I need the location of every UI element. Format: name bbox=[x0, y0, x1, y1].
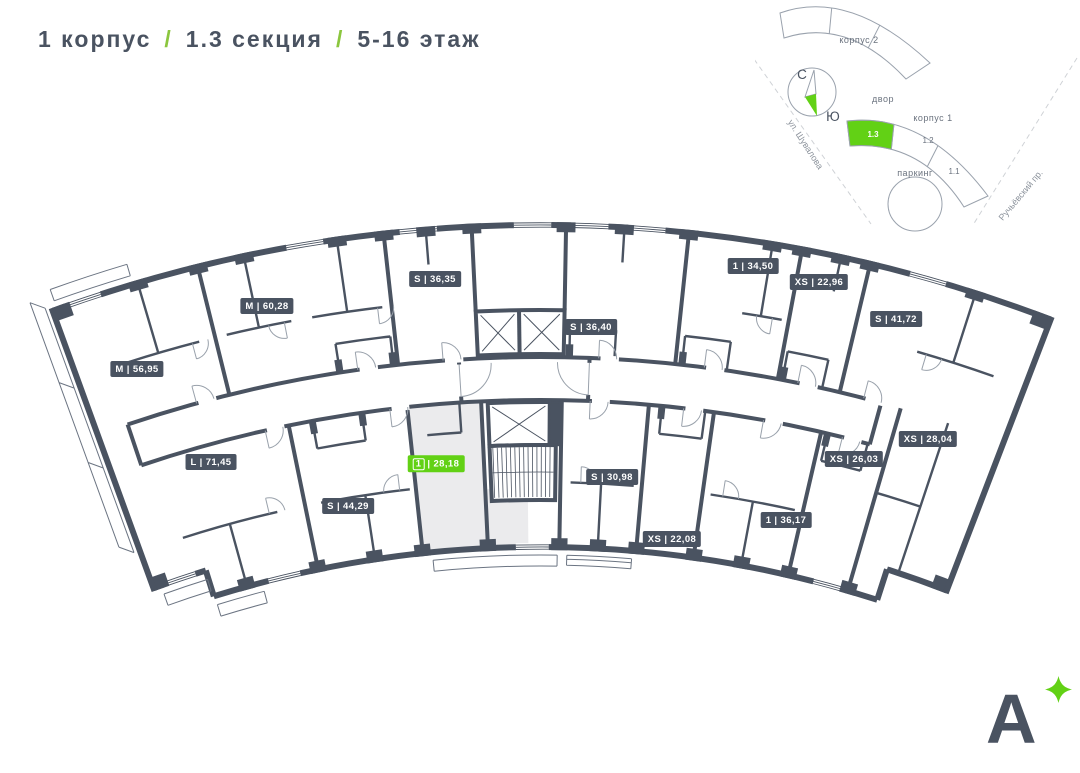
unit-label[interactable]: 1 | 34,50 bbox=[727, 258, 779, 274]
site-section-13 bbox=[846, 119, 895, 150]
svg-text:корпус 2: корпус 2 bbox=[839, 35, 878, 45]
header-separator-1: / bbox=[164, 26, 173, 52]
header-separator-2: / bbox=[335, 26, 345, 52]
unit-label[interactable]: XS | 26,03 bbox=[824, 451, 884, 467]
unit-label[interactable]: XS | 28,04 bbox=[898, 431, 958, 447]
facade-walls-windows bbox=[48, 220, 1055, 603]
unit-label[interactable]: S | 30,98 bbox=[586, 469, 638, 485]
unit-divider-walls bbox=[195, 232, 903, 592]
parking-circle bbox=[887, 176, 943, 232]
sparkle-icon bbox=[1045, 676, 1072, 703]
door-arcs bbox=[191, 305, 943, 514]
site-map: корпус 2 корпус 1 двор паркинг 1.3 1.2 1.1 С Юул… bbox=[755, 6, 1078, 232]
unit-label[interactable]: M | 56,95 bbox=[110, 361, 164, 377]
street-lines bbox=[755, 57, 1078, 226]
header-building: 1 корпус bbox=[38, 26, 152, 52]
unit-label[interactable]: S | 36,40 bbox=[565, 319, 617, 335]
compass-needle-south bbox=[805, 94, 817, 116]
svg-text:двор: двор bbox=[872, 94, 894, 104]
unit-label[interactable]: S | 36,35 bbox=[409, 271, 461, 287]
page-header: 1 корпус / 1.3 секция / 5-16 этаж bbox=[38, 26, 481, 53]
core-elevators-stairs bbox=[469, 225, 569, 504]
stairs bbox=[492, 446, 554, 498]
header-section: 1.3 секция bbox=[185, 26, 323, 52]
selected-hall-area bbox=[485, 488, 529, 549]
svg-text:1.1: 1.1 bbox=[948, 167, 960, 176]
unit-label[interactable]: XS | 22,08 bbox=[642, 531, 702, 547]
site-building-2 bbox=[779, 6, 931, 80]
svg-text:С: С bbox=[797, 67, 807, 82]
unit-label[interactable]: S | 44,29 bbox=[322, 498, 374, 514]
svg-text:1.2: 1.2 bbox=[922, 136, 934, 145]
unit-label[interactable]: M | 60,28 bbox=[240, 298, 294, 314]
unit-label[interactable]: S | 41,72 bbox=[870, 311, 922, 327]
svg-text:ул. Шувалова: ул. Шувалова bbox=[786, 118, 825, 171]
unit-label[interactable]: L | 71,45 bbox=[185, 454, 237, 470]
selected-unit-area[interactable] bbox=[407, 401, 488, 554]
svg-text:корпус 1: корпус 1 bbox=[913, 113, 952, 123]
svg-text:Ю: Ю bbox=[826, 109, 840, 124]
svg-text:1.3: 1.3 bbox=[867, 130, 879, 139]
room-partitions bbox=[117, 227, 994, 587]
header-floors: 5-16 этаж bbox=[357, 26, 481, 52]
wall-piers bbox=[308, 344, 831, 447]
unit-label[interactable]: XS | 22,96 bbox=[789, 274, 849, 290]
balconies bbox=[29, 263, 633, 617]
brand-logo: A bbox=[984, 676, 1074, 768]
svg-text:паркинг: паркинг bbox=[897, 168, 933, 178]
logo-letter: A bbox=[986, 680, 1037, 758]
unit-label-selected[interactable]: 1| 28,18 bbox=[407, 455, 465, 473]
unit-label[interactable]: 1 | 36,17 bbox=[760, 512, 812, 528]
